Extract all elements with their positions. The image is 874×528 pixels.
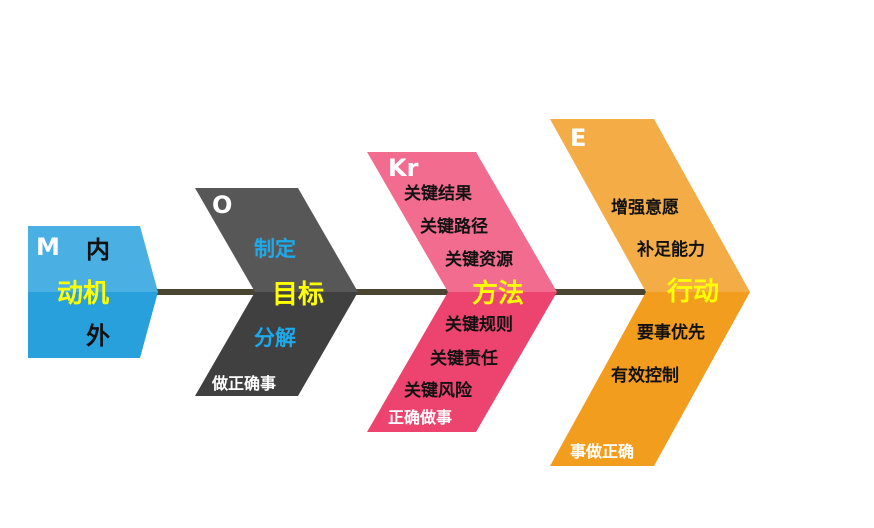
o-footer-text: 做正确事 [211, 374, 276, 393]
kr-upper-item: 关键资源 [445, 249, 513, 270]
e-upper-item: 补足能力 [636, 239, 705, 260]
e-bottom-half [550, 292, 750, 466]
kr-center-text: 方法 [472, 278, 524, 309]
e-lower-item: 要事优先 [637, 322, 705, 343]
o-letter: O [212, 191, 232, 219]
e-footer-text: 事做正确 [570, 442, 634, 461]
o-bottom-half [195, 292, 358, 396]
e-upper-item: 增强意愿 [611, 197, 679, 218]
o-center-text: 目标 [272, 280, 324, 310]
o-bottom-text: 分解 [254, 326, 296, 350]
kr-chevron: Kr 关键结果 关键路径 关键资源 方法 关键规则 关键责任 关键风险 正确做事 [367, 152, 557, 432]
e-chevron: E 增强意愿 补足能力 行动 要事优先 有效控制 事做正确 [550, 119, 750, 466]
kr-upper-item: 关键路径 [420, 216, 488, 237]
m-top-half [28, 226, 158, 292]
kr-lower-item: 关键规则 [445, 314, 513, 335]
o-top-half [195, 188, 358, 292]
kr-top-half [367, 152, 557, 292]
m-block: M 内 动机 外 [28, 226, 158, 358]
m-top-text: 内 [86, 236, 110, 264]
m-bottom-half [28, 292, 158, 358]
e-letter: E [570, 124, 586, 152]
e-lower-item: 有效控制 [611, 365, 679, 386]
m-bottom-text: 外 [86, 322, 110, 350]
m-letter: M [36, 233, 60, 261]
kr-lower-item: 关键责任 [430, 348, 498, 369]
kr-upper-item: 关键结果 [404, 183, 472, 204]
o-top-text: 制定 [254, 237, 296, 261]
e-center-text: 行动 [666, 276, 719, 307]
e-top-half [550, 119, 750, 292]
kr-footer-text: 正确做事 [388, 408, 452, 427]
o-chevron: O 制定 目标 分解 做正确事 [195, 188, 358, 396]
kr-letter: Kr [388, 154, 419, 182]
kr-lower-item: 关键风险 [404, 380, 473, 401]
m-center-text: 动机 [57, 279, 109, 309]
kr-bottom-half [367, 292, 557, 432]
